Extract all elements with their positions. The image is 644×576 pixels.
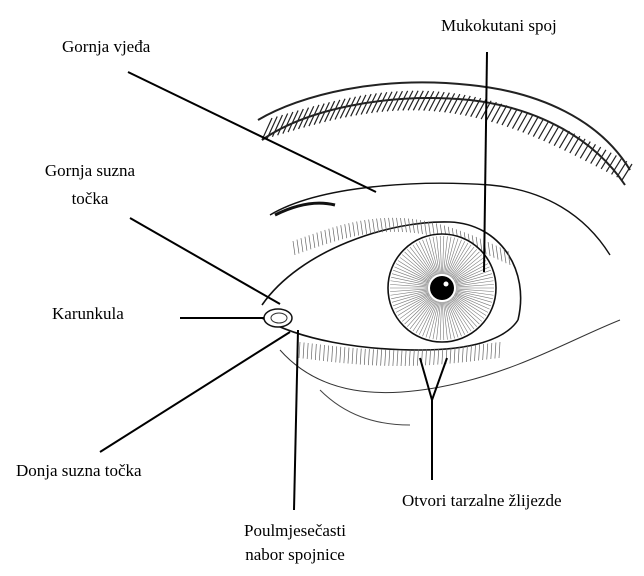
leader-plica xyxy=(294,330,298,510)
label-upper-punctum-line2: točka xyxy=(20,188,160,210)
pupil-highlight xyxy=(444,282,449,287)
upper-lashes xyxy=(275,203,335,215)
label-plica: Poulmjesečasti nabor spojnice xyxy=(215,520,375,566)
label-upper-punctum: Gornja suzna točka xyxy=(20,160,160,210)
pupil xyxy=(430,276,454,300)
leader-mucocutaneous xyxy=(484,52,487,272)
leader-lower-punctum xyxy=(100,332,290,452)
label-caruncle: Karunkula xyxy=(52,303,124,325)
label-plica-line2: nabor spojnice xyxy=(215,544,375,566)
label-mucocutaneous: Mukokutani spoj xyxy=(441,15,557,37)
leader-tarsal-a xyxy=(420,358,432,400)
label-lower-punctum: Donja suzna točka xyxy=(16,460,142,482)
label-tarsal-glands: Otvori tarzalne žlijezde xyxy=(402,490,562,512)
caruncle-shape xyxy=(264,309,292,327)
eyebrow xyxy=(258,82,632,185)
label-upper-punctum-line1: Gornja suzna xyxy=(20,160,160,182)
leader-tarsal-b xyxy=(432,358,447,400)
label-upper-lid: Gornja vjeđa xyxy=(62,36,150,58)
cheek-line xyxy=(320,390,410,425)
leader-upper-punctum xyxy=(130,218,280,304)
label-plica-line1: Poulmjesečasti xyxy=(215,520,375,542)
